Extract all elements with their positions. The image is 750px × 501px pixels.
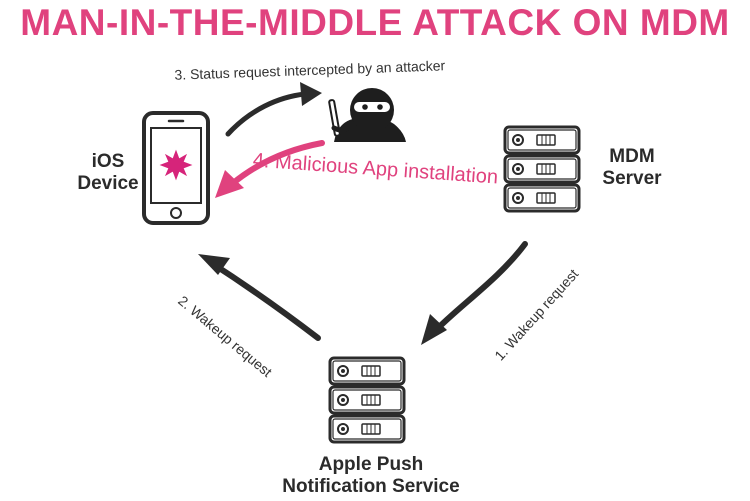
step2-label: 2. Wakeup request	[175, 292, 275, 380]
server-rack-icon	[328, 356, 406, 444]
ios-device-label-line2: Device	[77, 173, 138, 194]
server-rack-icon	[503, 125, 581, 213]
apns-label-line2: Notification Service	[282, 476, 459, 497]
ninja-icon	[328, 88, 406, 142]
arrow-step2	[198, 254, 321, 341]
diagram-title: MAN-IN-THE-MIDDLE ATTACK ON MDM	[20, 2, 730, 43]
step1-label: 1. Wakeup request	[491, 266, 581, 364]
arrow-step3	[225, 82, 322, 137]
mdm-server-label-line2: Server	[602, 168, 662, 189]
malware-burst-icon	[159, 149, 193, 181]
apns-label-line1: Apple Push	[319, 454, 424, 475]
step4-label: 4. Malicious App installation	[252, 149, 499, 188]
arrow-step4	[215, 140, 325, 198]
ios-device-label-line1: iOS	[92, 151, 125, 172]
arrow-step1	[421, 241, 528, 345]
mdm-server-label-line1: MDM	[609, 146, 654, 167]
step3-label: 3. Status request intercepted by an atta…	[174, 57, 446, 82]
smartphone-icon	[142, 111, 210, 225]
